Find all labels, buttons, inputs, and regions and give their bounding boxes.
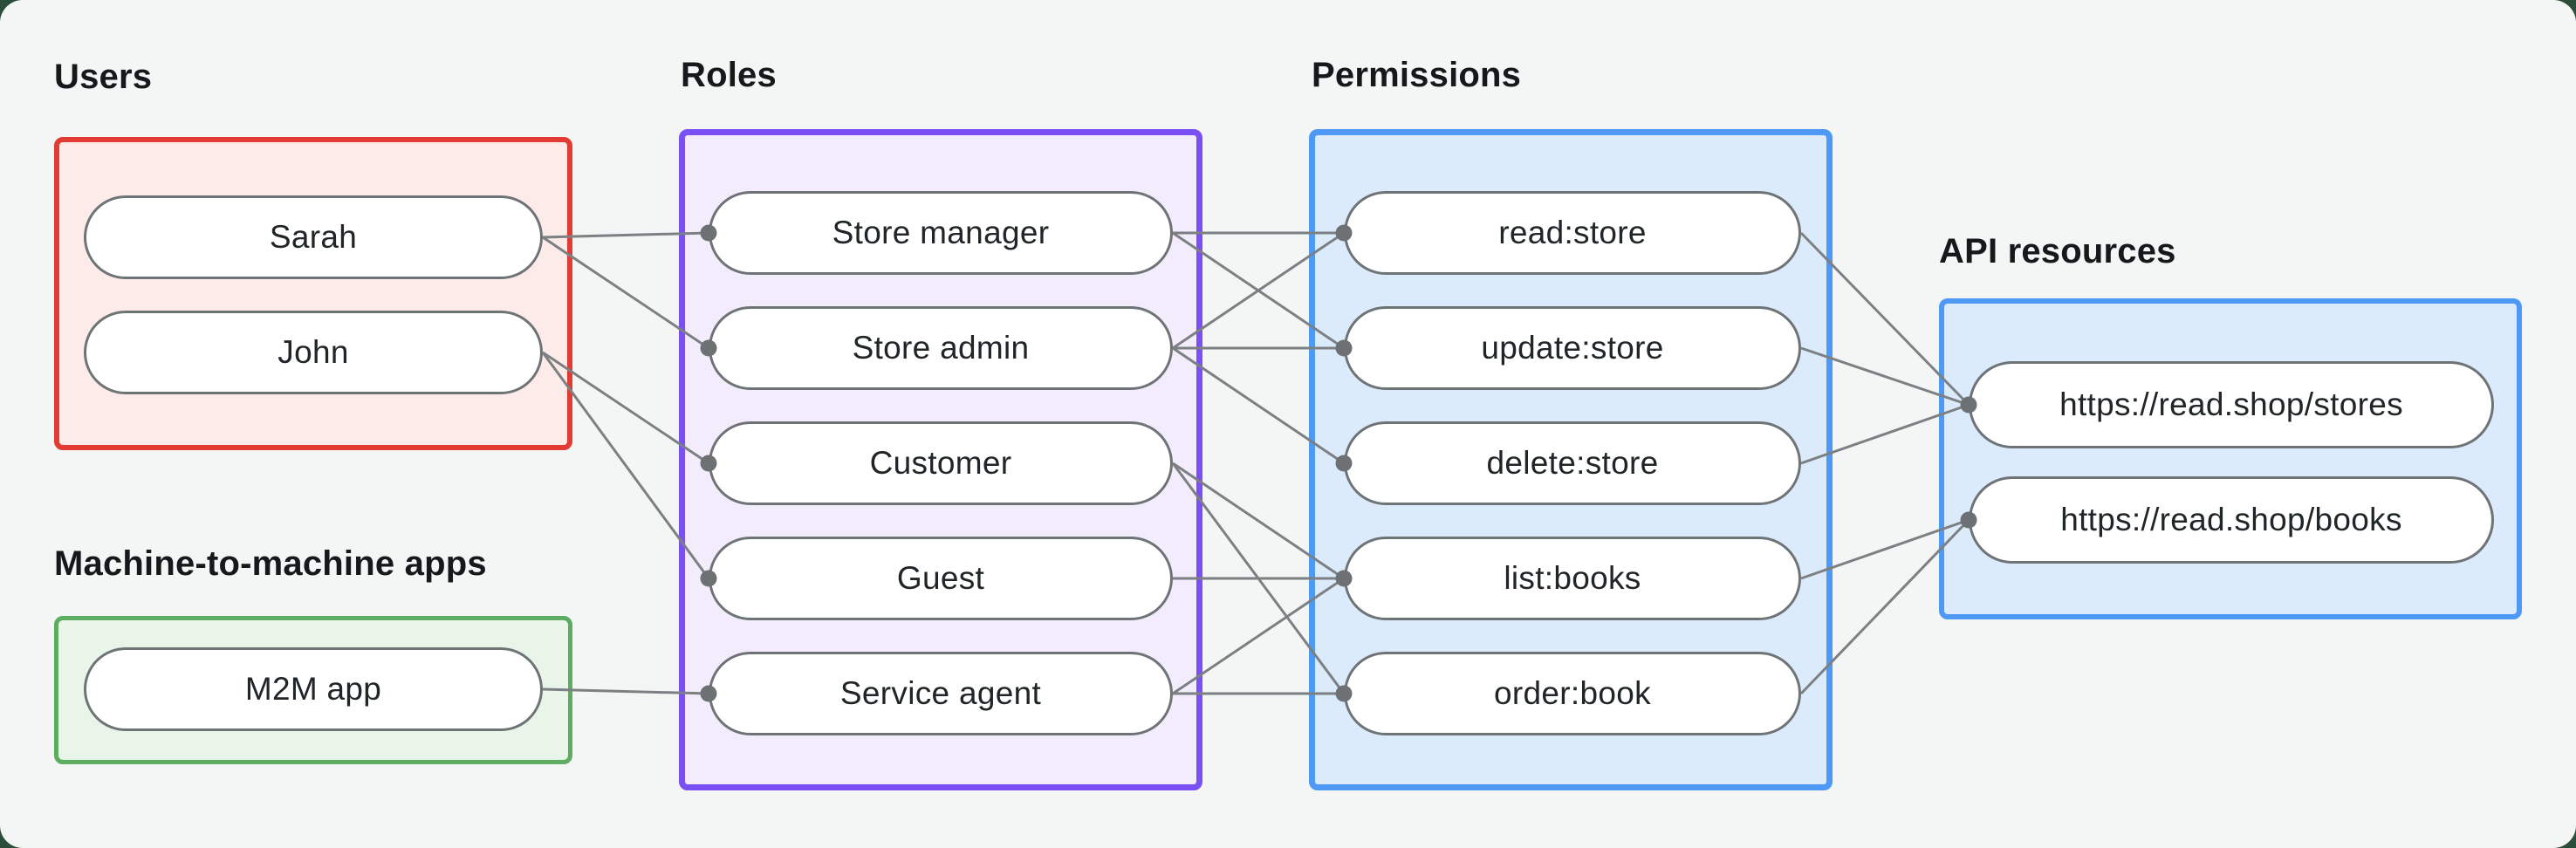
node-john: John [84, 311, 543, 394]
node-order-book: order:book [1344, 652, 1801, 735]
api-resources-heading: API resources [1939, 232, 2176, 270]
node-list-books: list:books [1344, 537, 1801, 620]
api-resources-group-box [1939, 298, 2522, 619]
node-store-manager: Store manager [709, 191, 1173, 275]
node-store-admin: Store admin [709, 306, 1173, 390]
node-m2m-app: M2M app [84, 647, 543, 731]
node-guest: Guest [709, 537, 1173, 620]
permissions-heading: Permissions [1312, 56, 1522, 94]
node-delete-store: delete:store [1344, 421, 1801, 505]
node-sarah: Sarah [84, 195, 543, 279]
node-service-agent: Service agent [709, 652, 1173, 735]
users-heading: Users [54, 58, 153, 96]
roles-heading: Roles [681, 56, 777, 94]
node-stores-api: https://read.shop/stores [1969, 361, 2494, 448]
node-read-store: read:store [1344, 191, 1801, 275]
m2m-apps-heading: Machine-to-machine apps [54, 544, 487, 583]
node-update-store: update:store [1344, 306, 1801, 390]
node-books-api: https://read.shop/books [1969, 476, 2494, 564]
node-customer: Customer [709, 421, 1173, 505]
users-group-box [54, 137, 572, 450]
